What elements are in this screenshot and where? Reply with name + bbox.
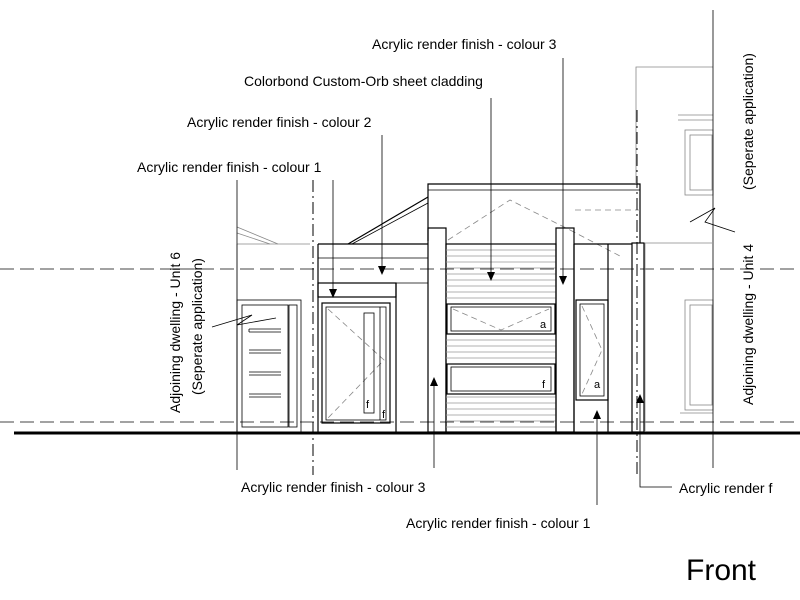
tag-f-door: f — [366, 399, 370, 411]
label-adjoining-right-line1: Adjoining dwelling - Unit 4 — [740, 244, 756, 405]
front-door — [321, 302, 391, 424]
window-lower — [446, 363, 556, 395]
cladding-sheet-lines — [446, 249, 556, 428]
pillar-right — [631, 242, 645, 433]
drawing-title: Front — [686, 554, 757, 587]
label-render-colour1-bottom: Acrylic render finish - colour 1 — [406, 515, 591, 531]
label-adjoining-left-line2: (Seperate application) — [189, 258, 205, 395]
tag-a-upper: a — [540, 319, 547, 331]
label-colorbond-cladding: Colorbond Custom-Orb sheet cladding — [244, 73, 483, 89]
label-render-colour2: Acrylic render finish - colour 2 — [187, 114, 372, 130]
label-adjoining-right-line2: (Seperate application) — [740, 53, 756, 190]
right-adjoining-dwelling — [635, 66, 714, 432]
label-render-colour1-left: Acrylic render finish - colour 1 — [137, 159, 322, 175]
main-building — [317, 183, 645, 433]
label-render-colour3-bottom: Acrylic render finish - colour 3 — [241, 479, 426, 495]
window-upper — [446, 303, 556, 335]
cladding-panel — [445, 243, 557, 433]
label-render-right: Acrylic render f — [679, 480, 772, 496]
pillar-left — [427, 227, 447, 433]
window-side — [575, 299, 609, 401]
left-adjoining-door — [236, 299, 302, 433]
label-adjoining-left-line1: Adjoining dwelling - Unit 6 — [167, 252, 183, 413]
pillar-middle — [555, 227, 575, 433]
tag-f-lower: f — [542, 379, 546, 391]
left-adjoining-dwelling — [236, 226, 310, 433]
tag-f-door-right: f — [382, 409, 386, 421]
leader-lines — [211, 10, 736, 505]
tag-a-side: a — [594, 379, 601, 391]
label-render-colour3-top: Acrylic render finish - colour 3 — [372, 36, 557, 52]
